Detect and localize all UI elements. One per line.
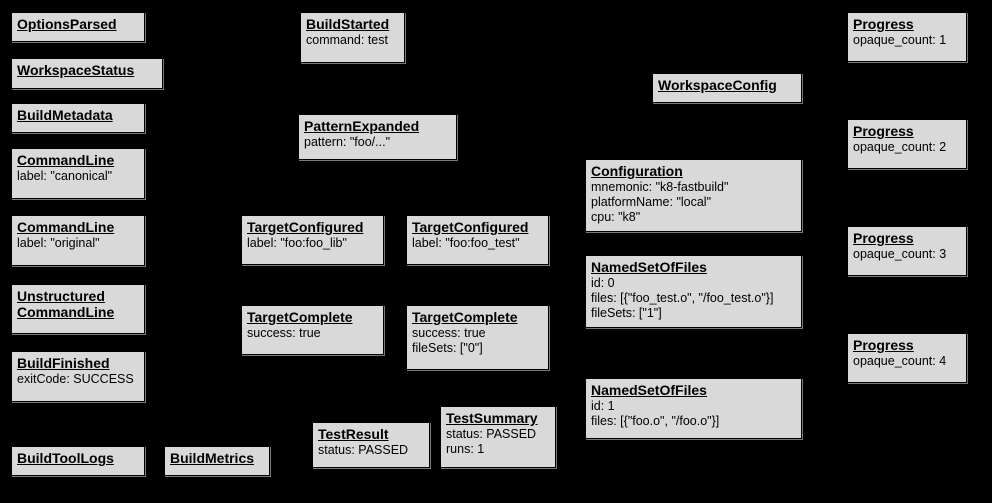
node-title: BuildMetadata: [17, 107, 113, 123]
node-field: success: true: [412, 326, 486, 340]
node-unstructured-command-line[interactable]: Unstructured CommandLine: [11, 284, 145, 334]
node-title: NamedSetOfFiles: [591, 259, 707, 275]
node-title: Progress: [853, 337, 914, 353]
node-title: TargetComplete: [247, 309, 353, 325]
node-field: cpu: "k8": [591, 210, 641, 224]
node-title: Configuration: [591, 163, 683, 179]
node-field: label: "foo:foo_lib": [247, 236, 347, 250]
node-fields: opaque_count: 4: [853, 354, 961, 369]
node-field: platformName: "local": [591, 195, 712, 209]
node-field: exitCode: SUCCESS: [17, 372, 134, 386]
node-field: opaque_count: 3: [853, 247, 947, 261]
node-title: TestSummary: [446, 410, 538, 426]
node-title: BuildStarted: [306, 16, 390, 32]
node-build-metrics[interactable]: BuildMetrics: [164, 446, 270, 476]
node-fields: status: PASSED: [318, 443, 424, 458]
node-fields: command: test: [306, 33, 399, 48]
node-title: Progress: [853, 123, 914, 139]
node-title: TargetConfigured: [247, 219, 364, 235]
node-fields: mnemonic: "k8-fastbuild"platformName: "l…: [591, 180, 796, 225]
node-title: BuildToolLogs: [17, 450, 114, 466]
node-title: PatternExpanded: [304, 118, 420, 134]
node-field: status: PASSED: [446, 427, 537, 441]
node-field: label: "original": [17, 236, 100, 250]
node-fields: opaque_count: 1: [853, 33, 961, 48]
node-title: Progress: [853, 230, 914, 246]
node-field: fileSets: ["0"]: [412, 341, 483, 355]
node-field: label: "canonical": [17, 169, 113, 183]
node-field: label: "foo:foo_test": [412, 236, 520, 250]
node-field: pattern: "foo/...": [304, 135, 391, 149]
node-title: OptionsParsed: [17, 16, 117, 32]
node-fields: pattern: "foo/...": [304, 135, 451, 150]
node-field: runs: 1: [446, 442, 485, 456]
node-fields: label: "canonical": [17, 169, 139, 184]
node-workspace-config[interactable]: WorkspaceConfig: [652, 73, 802, 103]
node-fields: opaque_count: 3: [853, 247, 961, 262]
node-field: files: [{"foo_test.o", "/foo_test.o"}]: [591, 291, 774, 305]
node-fields: opaque_count: 2: [853, 140, 961, 155]
node-fields: label: "original": [17, 236, 139, 251]
node-workspace-status[interactable]: WorkspaceStatus: [11, 58, 163, 89]
node-title: Unstructured CommandLine: [17, 288, 115, 320]
node-field: opaque_count: 4: [853, 354, 947, 368]
node-title: WorkspaceStatus: [17, 62, 135, 78]
node-title: CommandLine: [17, 219, 115, 235]
node-title: TestResult: [318, 426, 389, 442]
node-field: id: 0: [591, 276, 615, 290]
node-title: TargetConfigured: [412, 219, 529, 235]
node-title: Progress: [853, 16, 914, 32]
node-field: fileSets: ["1"]: [591, 306, 662, 320]
node-title: WorkspaceConfig: [658, 77, 777, 93]
node-title: TargetComplete: [412, 309, 518, 325]
node-fields: success: true: [247, 326, 378, 341]
node-field: files: [{"foo.o", "/foo.o"}]: [591, 414, 720, 428]
node-title: BuildFinished: [17, 355, 110, 371]
node-title: CommandLine: [17, 152, 115, 168]
node-fields: label: "foo:foo_test": [412, 236, 543, 251]
node-build-metadata[interactable]: BuildMetadata: [11, 103, 145, 133]
node-field: status: PASSED: [318, 443, 409, 457]
node-field: success: true: [247, 326, 321, 340]
node-field: opaque_count: 1: [853, 33, 947, 47]
node-field: mnemonic: "k8-fastbuild": [591, 180, 729, 194]
node-fields: exitCode: SUCCESS: [17, 372, 139, 387]
node-fields: label: "foo:foo_lib": [247, 236, 378, 251]
node-options-parsed[interactable]: OptionsParsed: [11, 12, 145, 42]
node-field: id: 1: [591, 399, 615, 413]
node-title: NamedSetOfFiles: [591, 382, 707, 398]
node-field: command: test: [306, 33, 388, 47]
node-build-tool-logs[interactable]: BuildToolLogs: [11, 446, 145, 476]
node-title: BuildMetrics: [170, 450, 255, 466]
node-field: opaque_count: 2: [853, 140, 947, 154]
